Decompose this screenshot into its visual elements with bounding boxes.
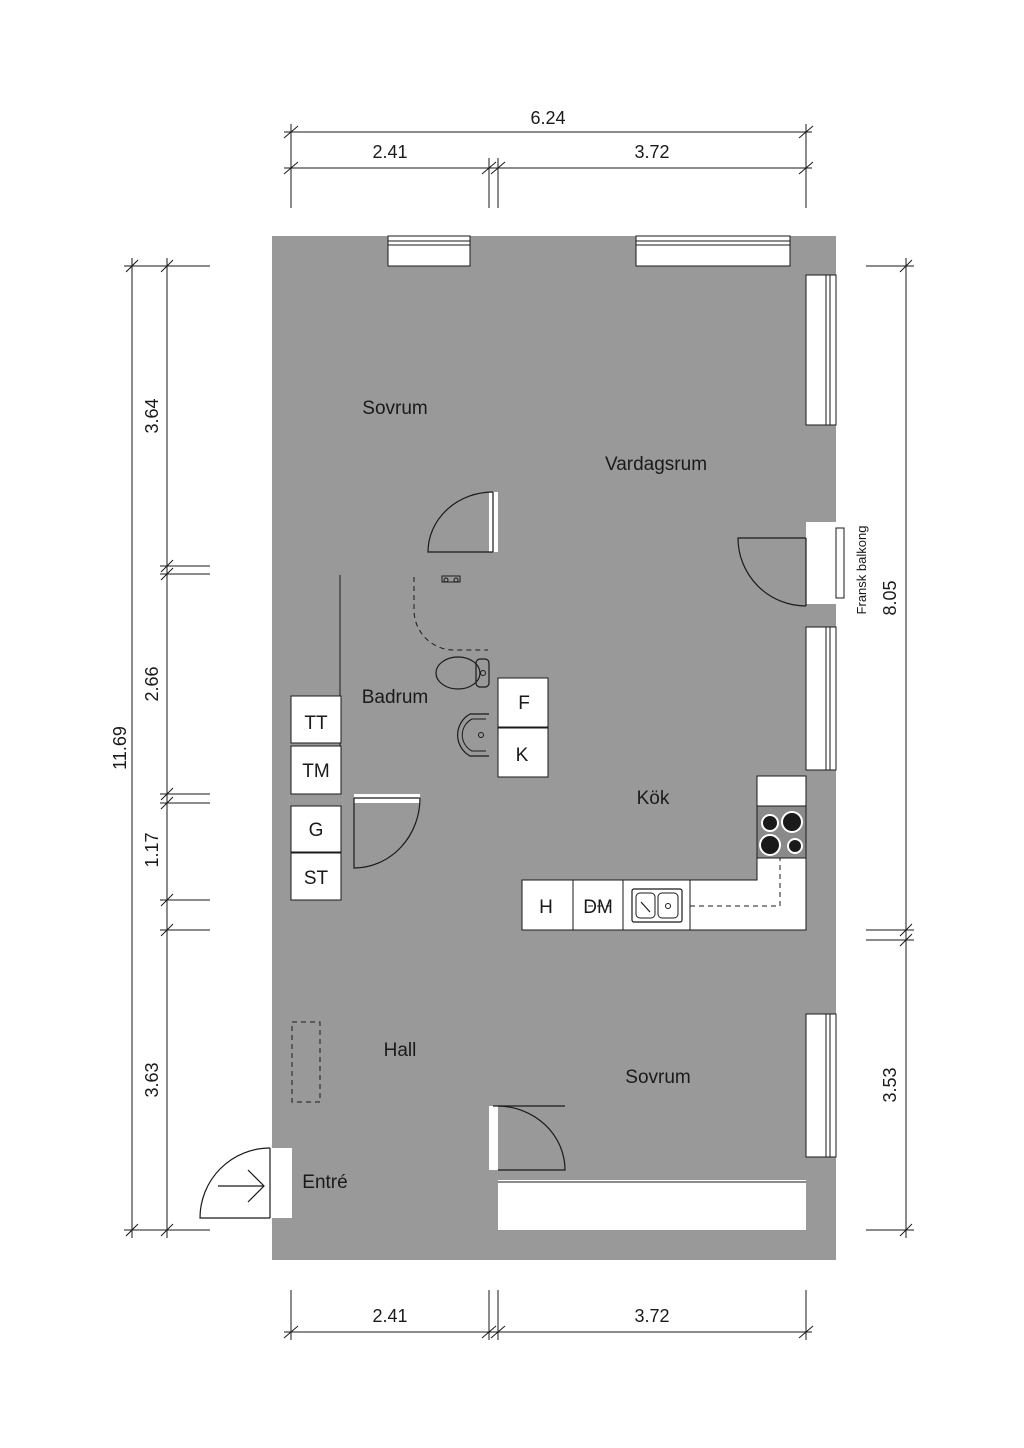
dim-bottom-left: 2.41 <box>372 1306 407 1326</box>
wall-bath-left <box>291 565 301 695</box>
dim-right-bottom: 3.53 <box>880 1067 900 1102</box>
door-bathroom <box>353 794 421 869</box>
dim-left-4: 3.63 <box>142 1062 162 1097</box>
fridge-box <box>497 727 549 778</box>
door-entry <box>199 1147 271 1219</box>
room-label-badrum: Badrum <box>362 687 429 708</box>
freezer-box <box>497 677 549 728</box>
wall-bath-top <box>291 565 498 574</box>
storage-box <box>290 852 342 901</box>
dim-top-left: 2.41 <box>372 142 407 162</box>
dim-left-total: 11.69 <box>110 726 130 770</box>
dim-top-right: 3.72 <box>634 142 669 162</box>
outer-wall <box>272 236 836 1260</box>
wall-bath-right <box>489 565 498 801</box>
entry-opening <box>272 1148 292 1218</box>
window-right-kitchen <box>805 626 837 771</box>
fixtures <box>290 575 807 1183</box>
room-label-sovrum-bottom: Sovrum <box>625 1067 690 1088</box>
room-label-entre: Entré <box>302 1172 347 1193</box>
label-g: G <box>309 820 324 841</box>
room-label-hall: Hall <box>384 1040 417 1061</box>
shower-head-icon <box>441 575 461 583</box>
dim-left-1: 3.64 <box>142 398 162 433</box>
windows <box>387 235 845 1158</box>
label-h: H <box>539 897 553 918</box>
label-st: ST <box>304 868 329 889</box>
appliance-labels: TT TM G ST F K H DM Fransk balkong <box>302 526 869 918</box>
toilet-icon <box>435 656 490 690</box>
dim-top-total: 6.24 <box>530 108 565 128</box>
window-top-living <box>635 235 791 267</box>
window-top-bedroom <box>387 235 471 267</box>
label-tt: TT <box>304 713 328 734</box>
dim-left-3: 1.17 <box>142 832 162 867</box>
door-bedroom-bottom <box>489 1105 566 1171</box>
dryer-box <box>290 745 342 795</box>
wall-bath-bottom-left <box>291 794 354 803</box>
window-right-living <box>805 274 837 426</box>
label-fransk-balkong: Fransk balkong <box>854 526 869 615</box>
label-k: K <box>516 745 529 766</box>
wall-hall-bedroom <box>489 930 498 1106</box>
walls <box>272 236 836 1260</box>
dim-left-2: 2.66 <box>142 666 162 701</box>
wall-stub <box>489 552 498 566</box>
label-dm: DM <box>583 897 613 918</box>
wall-right-kitchen <box>806 880 836 940</box>
washer-box <box>290 695 342 744</box>
label-tm: TM <box>302 761 329 782</box>
door-balcony <box>737 537 807 607</box>
dim-bottom-right: 3.72 <box>634 1306 669 1326</box>
door-bedroom-top <box>427 491 498 553</box>
wall-kitchen-bedroom <box>489 930 806 940</box>
shower-area <box>413 577 488 651</box>
wall-bedroom-living <box>489 265 498 492</box>
sink-icon <box>457 713 489 757</box>
dim-right-top: 8.05 <box>880 580 900 615</box>
window-right-bedroom <box>805 1013 837 1158</box>
wall-closet-bottom <box>291 900 341 930</box>
label-f: F <box>518 693 530 714</box>
wall-hall-bedroom-low <box>489 1170 498 1232</box>
dimension-labels: 6.24 2.41 3.72 2.41 3.72 11.69 3.64 2.66… <box>110 108 900 1326</box>
room-label-kok: Kök <box>637 788 670 809</box>
room-label-vardagsrum: Vardagsrum <box>605 454 707 475</box>
wardrobe-box <box>290 805 342 853</box>
coat-rack <box>291 1021 321 1103</box>
room-labels: Sovrum Vardagsrum Badrum Kök Hall Entré … <box>302 398 707 1193</box>
french-balcony-door <box>805 522 845 606</box>
wall-bath-bottom-right <box>420 794 498 803</box>
stove-icon <box>759 811 803 856</box>
dimension-lines <box>124 124 914 1340</box>
kitchen-sink-icon <box>631 888 683 923</box>
doors <box>199 491 807 1219</box>
room-label-sovrum-top: Sovrum <box>362 398 427 419</box>
